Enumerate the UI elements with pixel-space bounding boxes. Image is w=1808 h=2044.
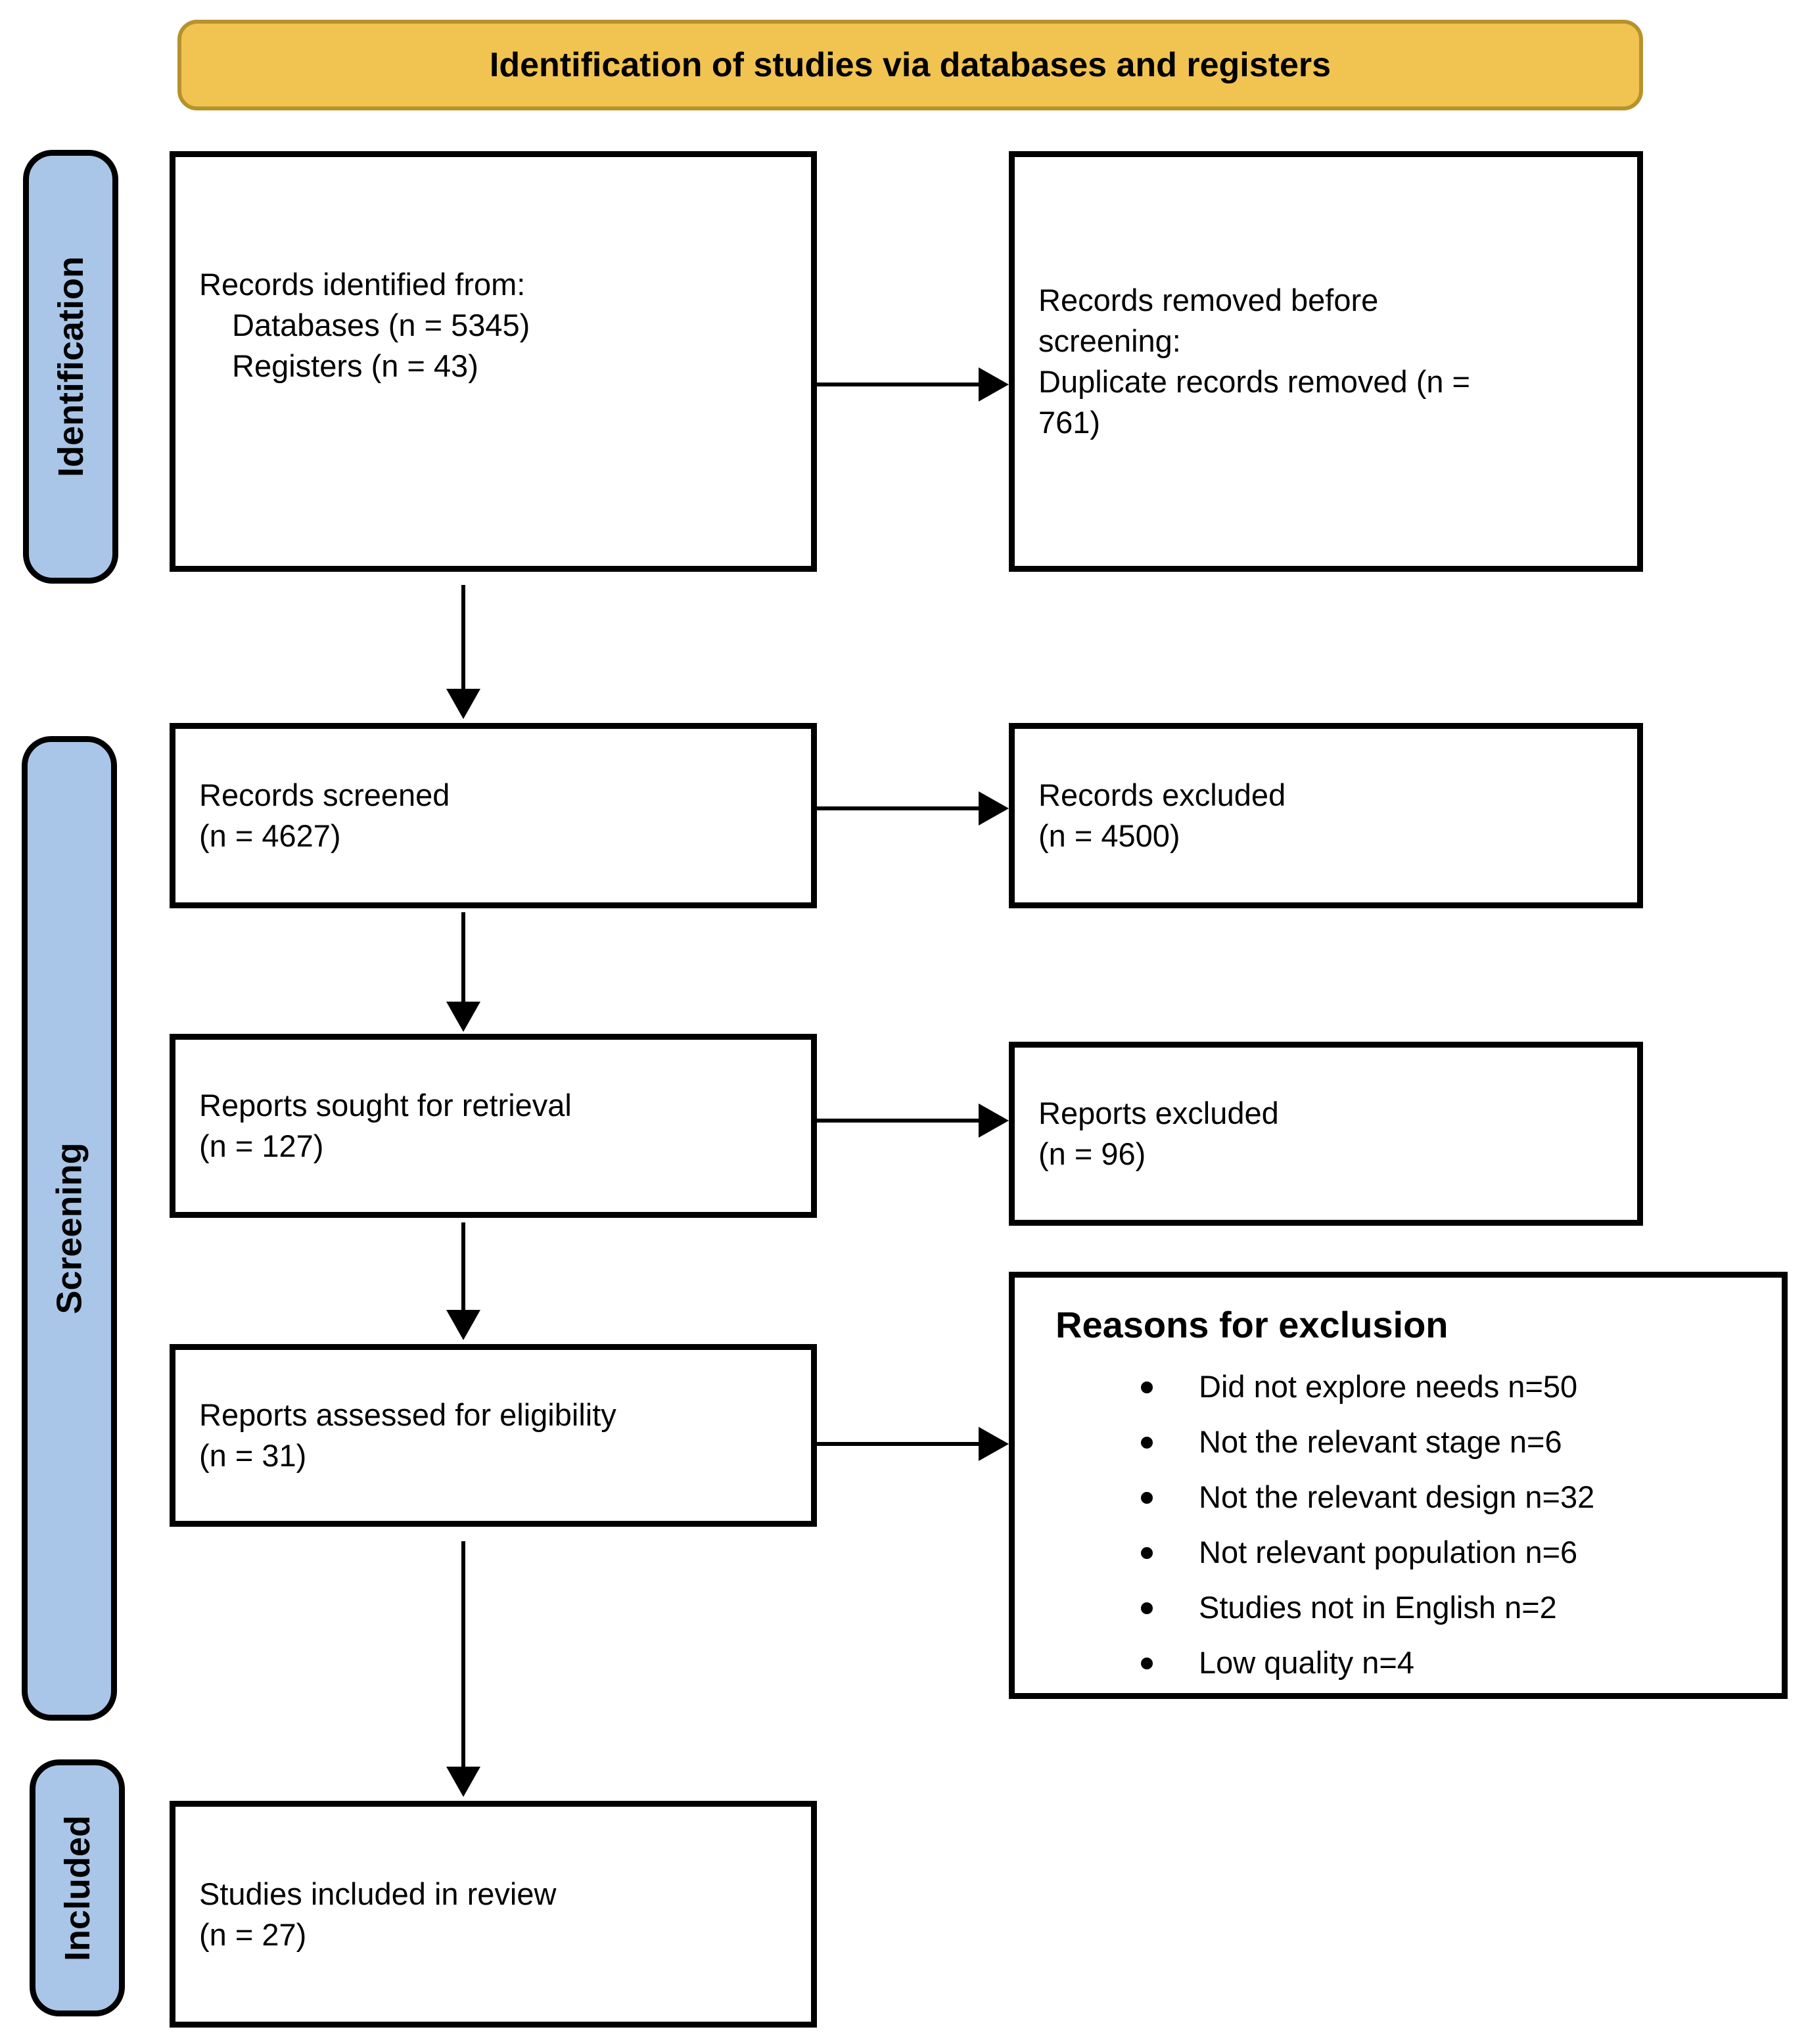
arrow-right-icon [979,1103,1009,1138]
records-removed-line-3: Duplicate records removed (n = [1038,364,1470,399]
arrow-down-icon [446,1767,480,1797]
box-records-screened: Records screened (n = 4627) [170,723,817,908]
studies-included-label: Studies included in review [199,1876,557,1911]
reason-item-row: Low quality n=4 [1055,1635,1762,1690]
bullet-icon [1141,1547,1153,1559]
stage-label-identification-text: Identification [51,256,91,477]
reason-item-row: Studies not in English n=2 [1055,1580,1762,1635]
reason-item-row: Did not explore needs n=50 [1055,1359,1762,1414]
box-records-removed: Records removed before screening: Duplic… [1009,151,1643,572]
records-screened-label: Records screened [199,778,450,812]
box-reasons-for-exclusion: Reasons for exclusion Did not explore ne… [1009,1272,1788,1699]
box-studies-included: Studies included in review (n = 27) [170,1801,817,2028]
records-removed-line-2: screening: [1038,323,1181,358]
identification-banner: Identification of studies via databases … [177,20,1643,110]
stage-label-screening: Screening [22,736,117,1721]
arrow-identified-to-removed-line [817,383,981,386]
reason-item: Studies not in English n=2 [1199,1590,1557,1625]
reports-sought-count: (n = 127) [199,1128,324,1163]
records-removed-line-1: Records removed before [1038,283,1379,317]
box-reports-sought: Reports sought for retrieval (n = 127) [170,1034,817,1218]
records-excluded-label: Records excluded [1038,778,1286,812]
reason-item: Low quality n=4 [1199,1645,1414,1680]
arrow-right-icon [979,367,1009,402]
records-identified-line: Records identified from: [199,267,526,302]
bullet-icon [1141,1382,1153,1393]
reason-item-row: Not the relevant stage n=6 [1055,1414,1762,1470]
stage-label-included: Included [30,1759,125,2016]
bullet-icon [1141,1437,1153,1449]
arrow-assessed-to-reasons-line [817,1442,981,1446]
reports-sought-label: Reports sought for retrieval [199,1088,572,1123]
arrow-down-icon [446,1002,480,1032]
reason-item: Not the relevant stage n=6 [1199,1424,1562,1459]
reports-assessed-label: Reports assessed for eligibility [199,1397,616,1432]
stage-label-included-text: Included [57,1815,97,1961]
reason-item: Did not explore needs n=50 [1199,1369,1578,1404]
arrow-sought-to-assessed-line [461,1222,465,1311]
records-screened-count: (n = 4627) [199,818,341,853]
arrow-down-icon [446,689,480,719]
reasons-title: Reasons for exclusion [1055,1304,1449,1345]
records-excluded-count: (n = 4500) [1038,818,1180,853]
bullet-icon [1141,1602,1153,1614]
reason-item: Not relevant population n=6 [1199,1535,1578,1569]
bullet-icon [1141,1492,1153,1504]
bullet-icon [1141,1658,1153,1669]
arrow-right-icon [979,791,1009,825]
banner-label: Identification of studies via databases … [489,46,1332,84]
stage-label-screening-text: Screening [49,1142,89,1314]
box-reports-excluded: Reports excluded (n = 96) [1009,1042,1643,1226]
arrow-identified-to-screened-line [461,585,465,690]
arrow-right-icon [979,1427,1009,1461]
box-reports-assessed: Reports assessed for eligibility (n = 31… [170,1344,817,1527]
reason-item-row: Not relevant population n=6 [1055,1525,1762,1580]
studies-included-count: (n = 27) [199,1916,307,1952]
reason-item: Not the relevant design n=32 [1199,1479,1595,1514]
reason-item-row: Not the relevant design n=32 [1055,1470,1762,1525]
stage-label-identification: Identification [23,150,118,584]
records-identified-databases: Databases (n = 5345) [232,308,530,342]
reports-excluded-label: Reports excluded [1038,1096,1279,1130]
reports-excluded-count: (n = 96) [1038,1136,1146,1171]
records-removed-line-4: 761) [1038,405,1101,440]
arrow-screened-to-sought-line [461,912,465,1003]
arrow-down-icon [446,1310,480,1340]
box-records-identified: Records identified from: Databases (n = … [170,151,817,572]
reports-assessed-count: (n = 31) [199,1438,307,1473]
arrow-sought-to-excluded-line [817,1119,981,1123]
arrow-assessed-to-included-line [461,1541,465,1768]
arrow-screened-to-excluded-line [817,806,981,810]
box-records-excluded: Records excluded (n = 4500) [1009,723,1643,908]
records-identified-registers: Registers (n = 43) [232,348,478,383]
